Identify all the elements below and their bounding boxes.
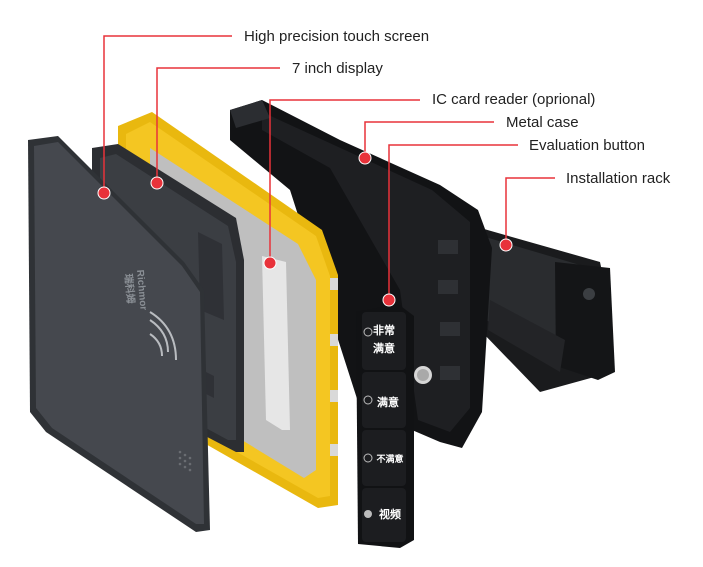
label-installation-rack: Installation rack bbox=[566, 170, 671, 187]
label-display: 7 inch display bbox=[292, 60, 383, 77]
logo-text: Richmor bbox=[134, 269, 149, 310]
callout-line-display bbox=[156, 67, 280, 183]
callout-line-ic bbox=[269, 99, 420, 263]
callout-dot-eval bbox=[382, 293, 396, 307]
evaluation-buttons: 非常 满意 满意 不满意 视频 bbox=[356, 304, 414, 548]
eval-button-unsatisfied: 不满意 bbox=[362, 430, 406, 486]
button-label: 满意 bbox=[373, 341, 395, 355]
label-evaluation-button: Evaluation button bbox=[529, 137, 645, 154]
callout-line-eval bbox=[388, 144, 518, 300]
callout-dot-metal bbox=[358, 151, 372, 165]
logo-text-cn: 瑞科姆 bbox=[122, 273, 138, 304]
nfc-icon bbox=[149, 311, 177, 361]
eval-button-satisfied: 满意 bbox=[362, 372, 406, 428]
eval-button-very-satisfied: 非常 满意 bbox=[362, 312, 406, 370]
frown-icon bbox=[363, 453, 373, 463]
callout-line-rack bbox=[505, 177, 555, 245]
speaker-grille-icon bbox=[178, 450, 192, 472]
button-label: 满意 bbox=[377, 395, 399, 409]
label-metal-case: Metal case bbox=[506, 114, 579, 131]
callout-dot-touch bbox=[97, 186, 111, 200]
callout-line-touch bbox=[103, 35, 232, 191]
callout-line-metal bbox=[364, 121, 494, 158]
label-touch-screen: High precision touch screen bbox=[244, 28, 430, 45]
callout-lines bbox=[103, 35, 555, 300]
callout-dot-ic bbox=[263, 256, 277, 270]
button-label: 视频 bbox=[379, 507, 401, 521]
installation-rack bbox=[470, 225, 615, 392]
callout-dots bbox=[97, 151, 513, 307]
touch-screen: Richmor 瑞科姆 bbox=[28, 136, 210, 532]
button-label: 非常 bbox=[373, 323, 395, 337]
smile-icon bbox=[363, 327, 373, 337]
video-icon bbox=[364, 510, 372, 518]
metal-case bbox=[230, 100, 492, 448]
callout-dot-rack bbox=[499, 238, 513, 252]
button-label: 不满意 bbox=[376, 453, 403, 465]
neutral-face-icon bbox=[363, 395, 373, 405]
callout-dot-display bbox=[150, 176, 164, 190]
label-ic-card-reader: IC card reader (oprional) bbox=[432, 91, 596, 108]
eval-button-video: 视频 bbox=[362, 488, 406, 542]
